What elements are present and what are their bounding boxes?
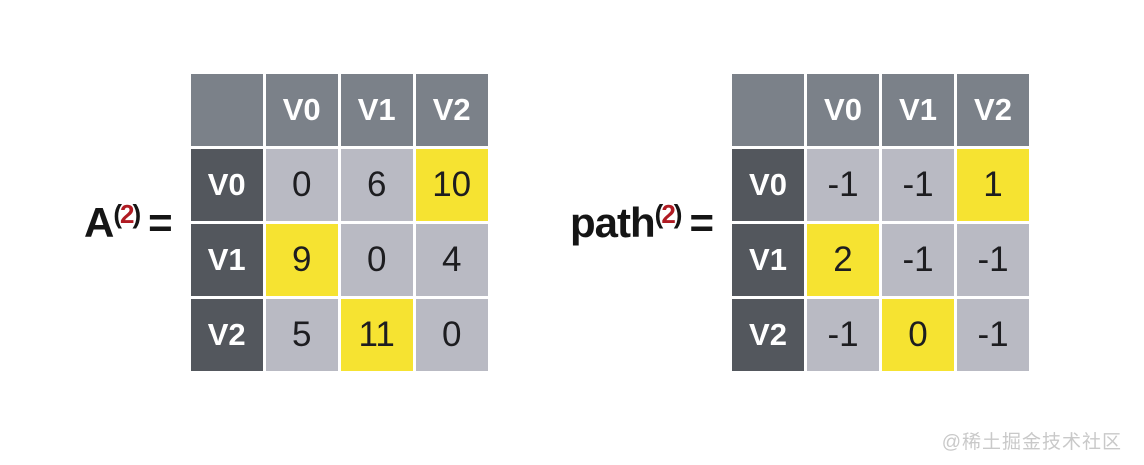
row-header-v1: V1: [732, 224, 804, 296]
header-row: V0 V1 V2: [190, 74, 488, 146]
matrix-cell: -1: [957, 299, 1029, 371]
matrix-cell: 0: [882, 299, 954, 371]
col-header-v1: V1: [882, 74, 954, 146]
matrix-cell: 6: [340, 149, 413, 221]
row-header-v2: V2: [732, 299, 804, 371]
matrix-a-name: A: [84, 198, 114, 246]
equals-sign: =: [689, 198, 714, 246]
matrix-a-table: V0 V1 V2 V0 0 6 10 V1 9 0 4 V2 5 11 0: [187, 71, 491, 374]
matrix-cell: 9: [265, 224, 338, 296]
superscript-open-paren: (: [654, 198, 664, 229]
row-header-v0: V0: [732, 149, 804, 221]
superscript-close-paren: ): [673, 198, 683, 229]
matrix-cell: -1: [957, 224, 1029, 296]
matrix-row: V2 -1 0 -1: [732, 299, 1029, 371]
equals-sign: =: [148, 198, 173, 246]
header-row: V0 V1 V2: [732, 74, 1029, 146]
matrix-cell: 5: [265, 299, 338, 371]
matrix-cell: 0: [265, 149, 338, 221]
corner-cell: [190, 74, 263, 146]
superscript-close-paren: ): [132, 198, 141, 229]
matrix-path-group: path(2)= V0 V1 V2 V0 -1 -1 1 V1 2 -1 -1 …: [570, 71, 1032, 374]
matrix-row: V1 9 0 4: [190, 224, 488, 296]
matrix-cell: -1: [807, 299, 879, 371]
row-header-v1: V1: [190, 224, 263, 296]
superscript-open-paren: (: [113, 198, 122, 229]
col-header-v1: V1: [340, 74, 413, 146]
matrix-path-label: path(2)=: [570, 198, 714, 247]
row-header-v2: V2: [190, 299, 263, 371]
matrix-cell: -1: [807, 149, 879, 221]
corner-cell: [732, 74, 804, 146]
matrix-cell: 10: [415, 149, 488, 221]
col-header-v2: V2: [957, 74, 1029, 146]
matrix-row: V2 5 11 0: [190, 299, 488, 371]
matrix-row: V0 0 6 10: [190, 149, 488, 221]
matrix-path-name: path: [570, 198, 656, 246]
matrix-cell: 11: [340, 299, 413, 371]
col-header-v0: V0: [265, 74, 338, 146]
matrix-cell: 0: [415, 299, 488, 371]
matrix-a-superscript: (2): [113, 198, 141, 229]
watermark-text: @稀土掘金技术社区: [941, 432, 1122, 453]
matrix-a-label: A(2)=: [84, 198, 173, 247]
row-header-v0: V0: [190, 149, 263, 221]
matrix-path-table: V0 V1 V2 V0 -1 -1 1 V1 2 -1 -1 V2 -1 0 -…: [729, 71, 1032, 374]
matrix-a-group: A(2)= V0 V1 V2 V0 0 6 10 V1 9 0 4 V2: [84, 71, 491, 374]
matrix-cell: 1: [957, 149, 1029, 221]
matrix-cell: 2: [807, 224, 879, 296]
col-header-v2: V2: [415, 74, 488, 146]
matrix-cell: -1: [882, 149, 954, 221]
matrix-row: V0 -1 -1 1: [732, 149, 1029, 221]
matrix-cell: 0: [340, 224, 413, 296]
superscript-k-value: 2: [661, 198, 676, 229]
matrix-path-superscript: (2): [654, 198, 683, 229]
matrix-row: V1 2 -1 -1: [732, 224, 1029, 296]
matrix-cell: -1: [882, 224, 954, 296]
superscript-k-value: 2: [120, 198, 135, 229]
col-header-v0: V0: [807, 74, 879, 146]
matrix-cell: 4: [415, 224, 488, 296]
